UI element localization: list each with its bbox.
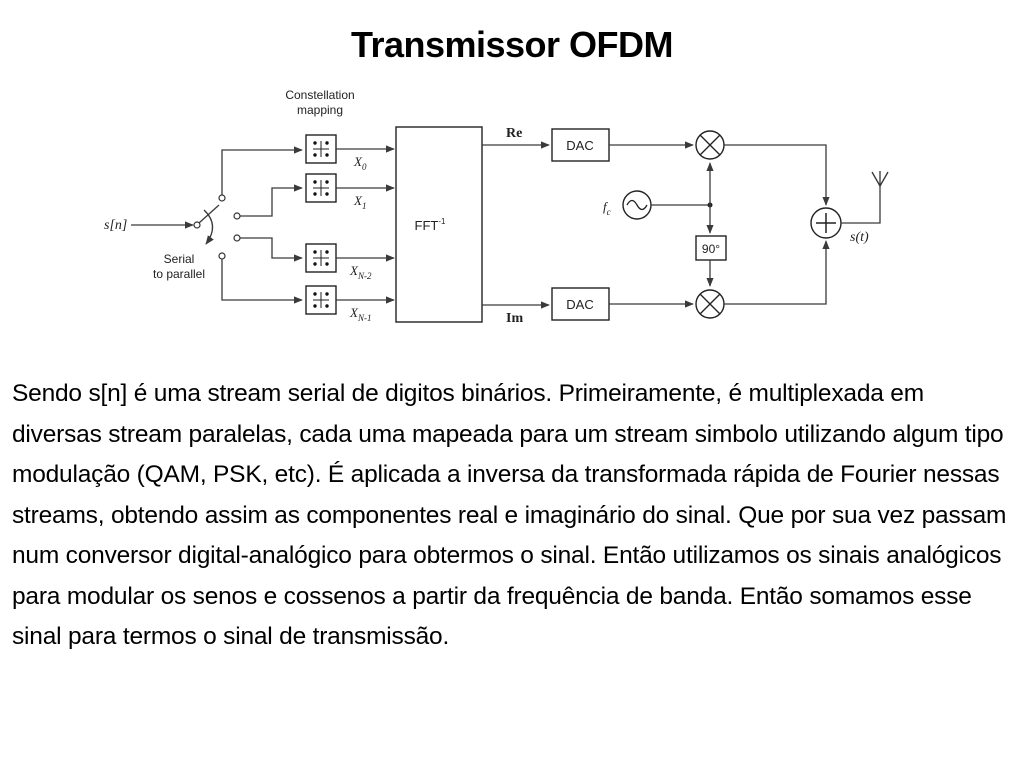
constellation-label-line1: Constellation (285, 88, 354, 102)
constellation-label-line2: mapping (297, 103, 343, 117)
slide-title: Transmissor OFDM (350, 24, 674, 65)
oscillator-icon (622, 190, 652, 220)
serial-label-line1: Serial (164, 252, 195, 266)
dac-bottom-block (551, 287, 610, 321)
constellation-block-0 (305, 134, 337, 164)
fc-label: fc (603, 199, 611, 217)
x1-label: X1 (353, 193, 366, 211)
serial-to-parallel-switch (193, 194, 241, 260)
phase-shift-block (695, 235, 727, 261)
output-label: s(t) (850, 230, 869, 245)
dac-top-block (551, 128, 610, 162)
constellation-block-1 (305, 173, 337, 203)
phase-shift-label: 90° (702, 242, 720, 256)
dac-top-label: DAC (566, 138, 593, 153)
antenna-icon (871, 171, 889, 187)
xn1-label: XN-1 (349, 305, 371, 323)
ifft-label: FFT-1 (415, 217, 446, 233)
description-paragraph: Sendo s[n] é uma stream serial de digito… (12, 380, 1007, 650)
re-label: Re (506, 126, 522, 141)
dac-bottom-label: DAC (566, 297, 593, 312)
constellation-block-n1 (305, 285, 337, 315)
xn2-label: XN-2 (349, 263, 372, 281)
summer-icon (810, 207, 842, 239)
input-label: s[n] (104, 218, 127, 233)
mixer-top (695, 130, 725, 160)
ifft-block (395, 126, 483, 323)
serial-label-line2: to parallel (153, 267, 205, 281)
ofdm-transmitter-diagram: Constellation mapping s[n] Serial to par… (104, 88, 889, 326)
constellation-block-n2 (305, 243, 337, 273)
x0-label: X0 (353, 154, 367, 172)
im-label: Im (506, 311, 523, 326)
mixer-bottom (695, 289, 725, 319)
